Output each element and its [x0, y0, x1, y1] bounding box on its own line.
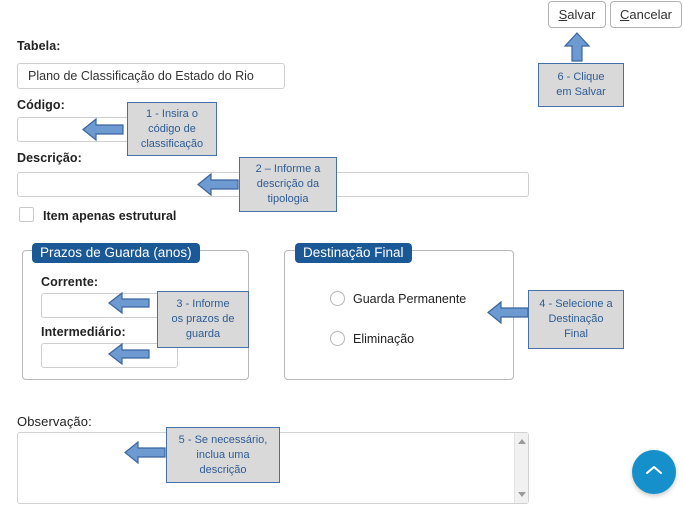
item-estrutural-checkbox[interactable]	[19, 207, 34, 222]
radio-guarda-permanente[interactable]	[330, 291, 345, 306]
callout-3: 3 - Informe os prazos de guarda	[157, 291, 249, 348]
callout-2-arrow-icon	[197, 172, 239, 197]
callout-5: 5 - Se necessário, inclua uma descrição	[166, 427, 280, 483]
callout-4-arrow-icon	[487, 300, 529, 325]
prazos-de-guarda-legend: Prazos de Guarda (anos)	[32, 243, 200, 263]
scroll-up-arrow-icon[interactable]	[518, 439, 526, 444]
scroll-to-top-button[interactable]	[632, 450, 676, 494]
corrente-label: Corrente:	[41, 275, 99, 289]
observacao-label: Observação:	[17, 414, 92, 429]
save-label-rest: alvar	[567, 7, 596, 22]
callout-5-arrow-icon	[124, 440, 166, 465]
callout-3-arrow-icon-top	[108, 291, 150, 315]
callout-1: 1 - Insira o código de classificação	[127, 102, 217, 156]
observacao-scrollbar[interactable]	[514, 433, 528, 503]
radio-eliminacao-label: Eliminação	[353, 332, 415, 346]
corrente-input[interactable]	[41, 293, 178, 318]
tabela-label: Tabela:	[17, 39, 61, 53]
destinacao-final-fieldset	[284, 250, 514, 380]
callout-1-arrow-icon	[82, 117, 124, 142]
callout-6-arrow-icon	[563, 32, 591, 62]
destinacao-final-legend: Destinação Final	[295, 243, 412, 263]
descricao-label: Descrição:	[17, 151, 82, 165]
scroll-down-arrow-icon[interactable]	[518, 492, 526, 497]
tabela-input[interactable]	[17, 63, 285, 89]
radio-guarda-permanente-label: Guarda Permanente	[353, 292, 467, 306]
callout-4: 4 - Selecione a Destinação Final	[528, 290, 624, 349]
intermediario-label: Intermediário:	[41, 325, 126, 339]
callout-2: 2 – Informe a descrição da tipologia	[239, 157, 337, 212]
callout-6: 6 - Clique em Salvar	[538, 63, 624, 107]
codigo-label: Código:	[17, 98, 65, 112]
chevron-up-icon	[646, 466, 662, 474]
intermediario-input[interactable]	[41, 343, 178, 368]
cancel-accesskey-letter: C	[619, 7, 630, 22]
callout-3-arrow-icon-bottom	[108, 342, 150, 366]
save-accesskey-letter: S	[558, 7, 568, 22]
radio-eliminacao[interactable]	[330, 331, 345, 346]
item-estrutural-label: Item apenas estrutural	[43, 209, 177, 223]
cancel-label-rest: ancelar	[629, 7, 673, 22]
